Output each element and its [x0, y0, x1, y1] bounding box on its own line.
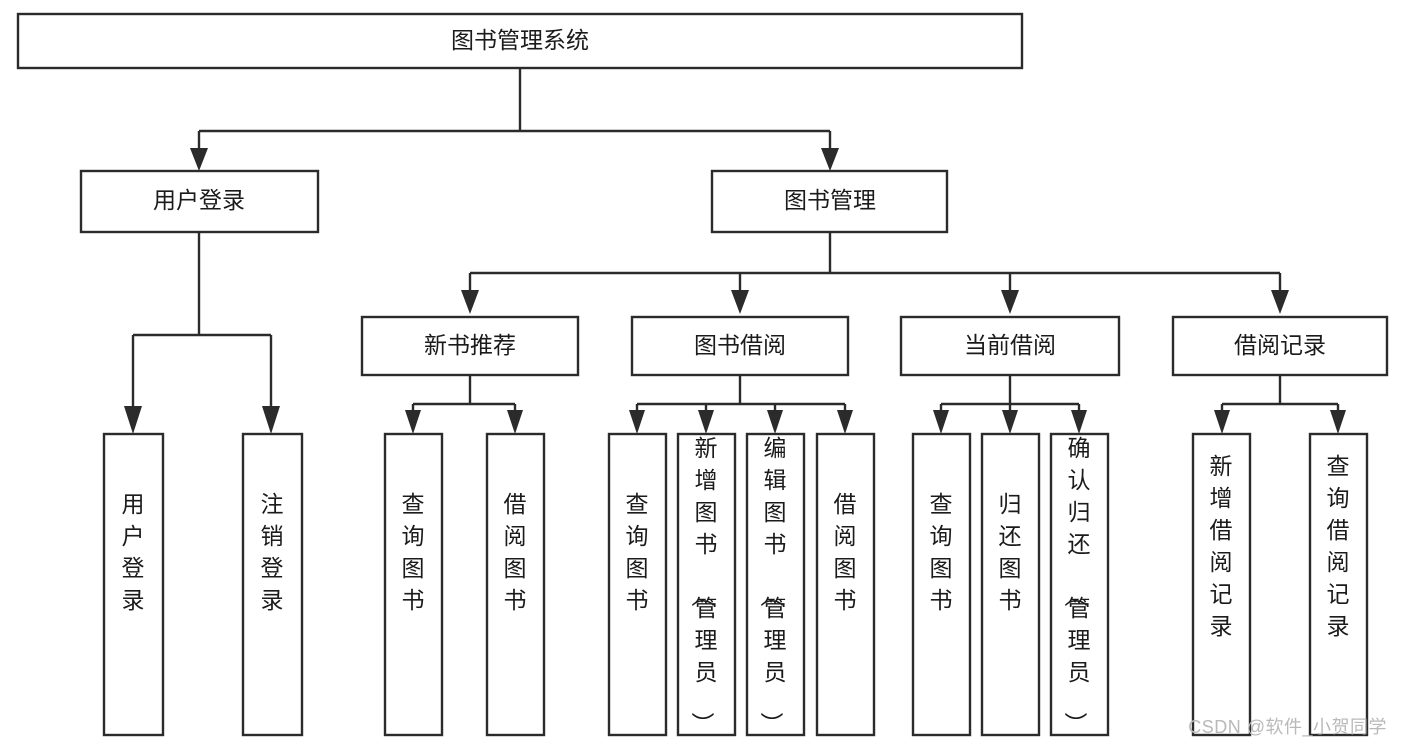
arrow-icon-leaf7: [767, 410, 783, 434]
node-leaf4-label: 借阅图书: [504, 491, 527, 613]
node-leaf9[interactable]: 查询图书: [911, 432, 972, 737]
node-leaf4[interactable]: 借阅图书: [485, 432, 546, 737]
node-login[interactable]: 用户登录: [79, 169, 320, 234]
node-leaf13[interactable]: 查询借阅记录: [1308, 432, 1369, 737]
node-bookmgmt-box[interactable]: [710, 169, 949, 234]
node-leaf5-label: 查询图书: [626, 491, 649, 613]
node-bookmgmt[interactable]: 图书管理: [710, 169, 949, 234]
node-leaf4-box[interactable]: [485, 432, 546, 737]
csdn-watermark: CSDN @软件_小贺同学: [1188, 717, 1387, 737]
node-root[interactable]: 图书管理系统: [16, 12, 1024, 70]
node-newbook-box[interactable]: [360, 315, 580, 377]
node-leaf3-label: 查询图书: [402, 491, 425, 613]
node-leaf2-label: 注销登录: [261, 491, 284, 613]
node-leaf10-box[interactable]: [980, 432, 1041, 737]
arrow-icon-leaf12: [1214, 410, 1230, 434]
node-leaf3-box[interactable]: [383, 432, 444, 737]
node-leaf11[interactable]: 确认归还（管理员）: [1049, 432, 1110, 737]
node-current-box[interactable]: [899, 315, 1121, 377]
arrow-icon-login: [190, 148, 208, 171]
node-records[interactable]: 借阅记录: [1171, 315, 1389, 377]
arrow-icon-leaf10: [1002, 410, 1018, 434]
node-root-label: 图书管理系统: [451, 27, 589, 53]
node-leaf13-box[interactable]: [1308, 432, 1369, 737]
node-leaf7-label: 编辑图书（管理员）: [759, 435, 787, 735]
node-leaf8[interactable]: 借阅图书: [815, 432, 876, 737]
arrow-icon-leaf1: [124, 406, 142, 434]
leaf-node-layer: 用户登录 注销登录 查询图书 借阅图书 查询图书 新增图书（管理员）: [102, 432, 1369, 737]
node-leaf11-label: 确认归还（管理员）: [1063, 435, 1091, 735]
node-login-label: 用户登录: [153, 187, 245, 213]
node-leaf2[interactable]: 注销登录: [241, 432, 304, 737]
node-leaf13-label: 查询借阅记录: [1327, 453, 1350, 639]
arrow-icon-leaf9: [933, 410, 949, 434]
arrow-icon-leaf8: [837, 410, 853, 434]
node-leaf8-label: 借阅图书: [834, 491, 857, 613]
connector-layer: [124, 68, 1346, 434]
node-leaf8-box[interactable]: [815, 432, 876, 737]
node-leaf9-box[interactable]: [911, 432, 972, 737]
node-bookmgmt-label: 图书管理: [784, 187, 876, 213]
node-borrow[interactable]: 图书借阅: [630, 315, 850, 377]
node-borrow-label: 图书借阅: [694, 332, 786, 358]
node-root-box[interactable]: [16, 12, 1024, 70]
arrow-icon-newbook: [461, 290, 479, 314]
node-leaf1[interactable]: 用户登录: [102, 432, 165, 737]
arrow-icon-leaf13: [1330, 410, 1346, 434]
node-leaf6-box[interactable]: [676, 432, 737, 737]
node-borrow-box[interactable]: [630, 315, 850, 377]
node-leaf10-label: 归还图书: [999, 491, 1022, 613]
arrow-icon-current: [1001, 290, 1019, 314]
node-newbook-label: 新书推荐: [424, 332, 516, 358]
node-leaf12-label: 新增借阅记录: [1210, 453, 1233, 639]
node-leaf11-box[interactable]: [1049, 432, 1110, 737]
node-leaf7-box[interactable]: [745, 432, 806, 737]
node-login-box[interactable]: [79, 169, 320, 234]
node-leaf5[interactable]: 查询图书: [607, 432, 668, 737]
node-current[interactable]: 当前借阅: [899, 315, 1121, 377]
node-records-box[interactable]: [1171, 315, 1389, 377]
node-leaf3[interactable]: 查询图书: [383, 432, 444, 737]
node-leaf7[interactable]: 编辑图书（管理员）: [745, 432, 806, 737]
node-leaf1-label: 用户登录: [122, 491, 145, 613]
arrow-icon-leaf11: [1071, 410, 1087, 434]
node-leaf6-label: 新增图书（管理员）: [690, 435, 718, 735]
arrow-icon-leaf4: [507, 410, 523, 434]
node-leaf12[interactable]: 新增借阅记录: [1191, 432, 1252, 737]
node-leaf5-box[interactable]: [607, 432, 668, 737]
node-newbook[interactable]: 新书推荐: [360, 315, 580, 377]
arrow-icon-records: [1271, 290, 1289, 314]
arrow-icon-leaf3: [405, 410, 421, 434]
arrow-icon-leaf5: [629, 410, 645, 434]
arrow-icon-leaf2: [262, 406, 280, 434]
arrow-icon-leaf6: [698, 410, 714, 434]
node-leaf12-box[interactable]: [1191, 432, 1252, 737]
node-leaf6[interactable]: 新增图书（管理员）: [676, 432, 737, 737]
node-leaf10[interactable]: 归还图书: [980, 432, 1041, 737]
arrow-icon-bookmgmt: [821, 148, 839, 171]
arrow-icon-borrow: [731, 290, 749, 314]
node-current-label: 当前借阅: [964, 332, 1056, 358]
node-leaf2-box[interactable]: [241, 432, 304, 737]
node-records-label: 借阅记录: [1234, 332, 1326, 358]
node-leaf9-label: 查询图书: [930, 491, 953, 613]
node-leaf1-box[interactable]: [102, 432, 165, 737]
